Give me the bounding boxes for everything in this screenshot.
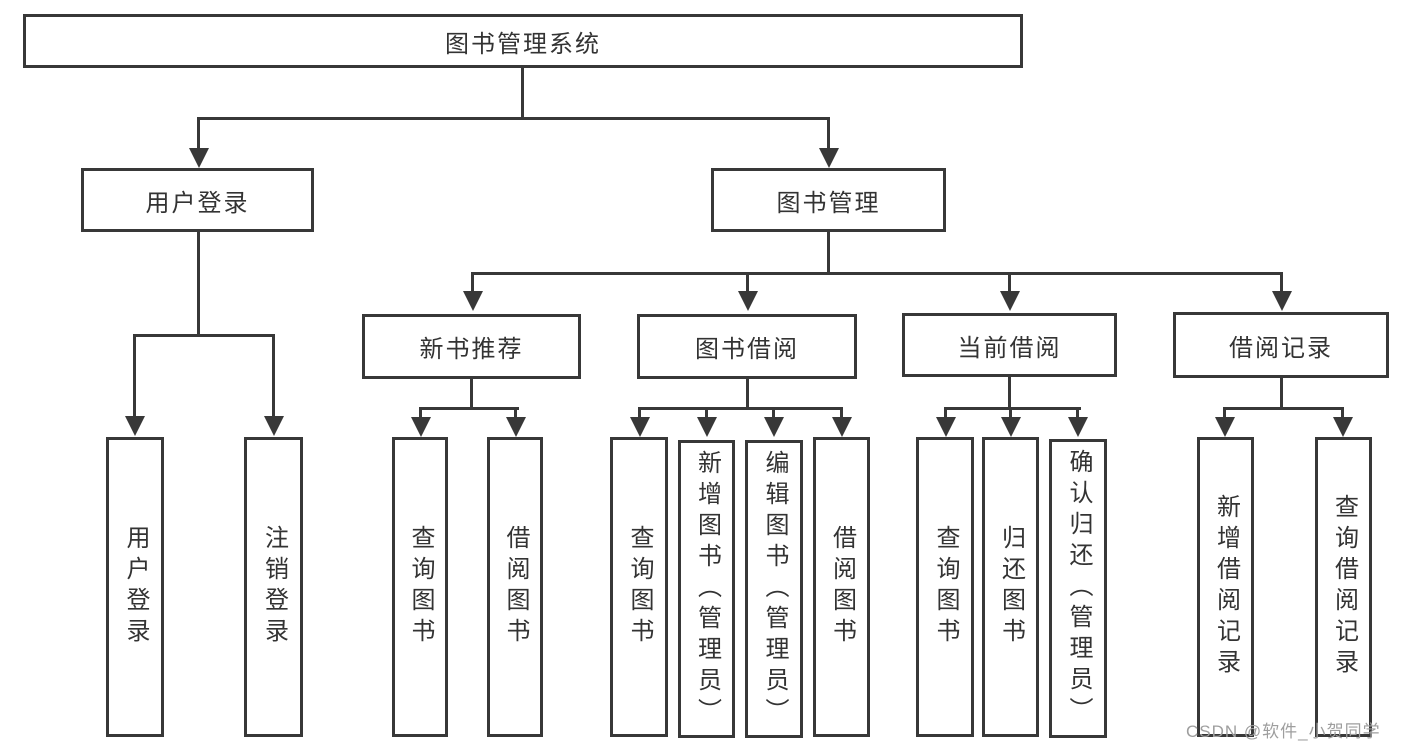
node-library-management-system: 图书管理系统 bbox=[23, 14, 1023, 68]
connector-new-book-trunk bbox=[470, 379, 473, 408]
connector-new-book-horizontal bbox=[419, 407, 519, 410]
node-label: 借阅记录 bbox=[1229, 334, 1333, 362]
leaf-label: 查询图书 bbox=[932, 525, 959, 649]
connector-root-trunk bbox=[521, 68, 524, 118]
leaf-user-login: 用户登录 bbox=[106, 437, 164, 737]
arrow-to-edit-books bbox=[772, 407, 775, 417]
leaf-label: 确认归还（管理员） bbox=[1065, 449, 1092, 728]
arrow-to-add-books bbox=[705, 407, 708, 417]
leaf-label: 查询图书 bbox=[626, 525, 653, 649]
node-user-login: 用户登录 bbox=[81, 168, 314, 232]
arrow-to-new-book-recommend bbox=[471, 272, 474, 291]
arrow-to-return-books bbox=[1009, 407, 1012, 417]
leaf-label: 新增图书（管理员） bbox=[693, 449, 721, 729]
leaf-query-books-2: 查询图书 bbox=[610, 437, 668, 737]
arrow-to-query-books-2 bbox=[638, 407, 641, 417]
node-label: 图书借阅 bbox=[695, 336, 799, 363]
leaf-label: 编辑图书（管理员） bbox=[761, 449, 788, 729]
leaf-add-books-admin: 新增图书（管理员） bbox=[678, 440, 735, 738]
arrow-to-leaf-logout bbox=[272, 334, 275, 416]
connector-level1-horizontal bbox=[197, 117, 830, 120]
leaf-query-borrow-record: 查询借阅记录 bbox=[1315, 437, 1372, 737]
leaf-query-books-1: 查询图书 bbox=[392, 437, 448, 737]
arrow-to-book-borrowing bbox=[746, 272, 749, 291]
node-new-book-recommend: 新书推荐 bbox=[362, 314, 581, 379]
connector-borrow-records-horizontal bbox=[1223, 407, 1343, 410]
arrow-to-confirm-return bbox=[1076, 407, 1079, 417]
leaf-query-books-3: 查询图书 bbox=[916, 437, 974, 737]
connector-book-borrowing-trunk bbox=[746, 379, 749, 408]
connector-current-borrowing-horizontal bbox=[944, 407, 1081, 410]
leaf-label: 归还图书 bbox=[997, 525, 1025, 649]
leaf-label: 注销登录 bbox=[260, 525, 288, 649]
csdn-watermark: CSDN @软件_小贺同学 bbox=[1186, 722, 1381, 741]
node-borrow-records: 借阅记录 bbox=[1173, 312, 1389, 378]
node-label: 用户登录 bbox=[145, 189, 250, 217]
arrow-to-current-borrowing bbox=[1008, 272, 1011, 291]
arrow-to-borrow-books-2 bbox=[840, 407, 843, 417]
leaf-label: 查询借阅记录 bbox=[1330, 494, 1358, 680]
arrow-to-add-borrow-record bbox=[1223, 407, 1226, 417]
arrow-to-book-management bbox=[827, 117, 830, 148]
leaf-borrow-books-1: 借阅图书 bbox=[487, 437, 543, 737]
arrow-to-leaf-user-login bbox=[133, 334, 136, 416]
node-label: 图书管理 bbox=[776, 189, 881, 217]
leaf-edit-books-admin: 编辑图书（管理员） bbox=[745, 440, 803, 738]
connector-book-borrowing-horizontal bbox=[638, 407, 843, 410]
leaf-label: 新增借阅记录 bbox=[1212, 494, 1240, 680]
node-label: 当前借阅 bbox=[957, 334, 1062, 362]
leaf-return-books: 归还图书 bbox=[982, 437, 1039, 737]
leaf-label: 查询图书 bbox=[407, 525, 434, 649]
arrow-to-query-books-1 bbox=[419, 407, 422, 417]
connector-user-login-horizontal bbox=[133, 334, 274, 337]
leaf-label: 借阅图书 bbox=[828, 525, 856, 649]
leaf-borrow-books-2: 借阅图书 bbox=[813, 437, 870, 737]
connector-level2-horizontal bbox=[471, 272, 1283, 275]
connector-user-login-trunk bbox=[197, 232, 200, 335]
leaf-add-borrow-record: 新增借阅记录 bbox=[1197, 437, 1254, 737]
arrow-to-borrow-records bbox=[1280, 272, 1283, 291]
connector-current-borrowing-trunk bbox=[1008, 377, 1011, 408]
connector-book-management-trunk bbox=[827, 232, 830, 275]
node-book-management: 图书管理 bbox=[711, 168, 946, 232]
arrow-to-query-borrow-record bbox=[1341, 407, 1344, 417]
arrow-to-query-books-3 bbox=[944, 407, 947, 417]
leaf-label: 用户登录 bbox=[122, 525, 149, 649]
leaf-logout-login: 注销登录 bbox=[244, 437, 303, 737]
leaf-confirm-return-admin: 确认归还（管理员） bbox=[1049, 439, 1107, 738]
arrow-to-borrow-books-1 bbox=[514, 407, 517, 417]
arrow-to-user-login bbox=[197, 117, 200, 148]
node-label: 新书推荐 bbox=[419, 336, 524, 363]
node-label: 图书管理系统 bbox=[445, 30, 601, 58]
connector-borrow-records-trunk bbox=[1280, 378, 1283, 408]
leaf-label: 借阅图书 bbox=[502, 525, 529, 649]
node-book-borrowing: 图书借阅 bbox=[637, 314, 857, 379]
node-current-borrowing: 当前借阅 bbox=[902, 313, 1117, 377]
